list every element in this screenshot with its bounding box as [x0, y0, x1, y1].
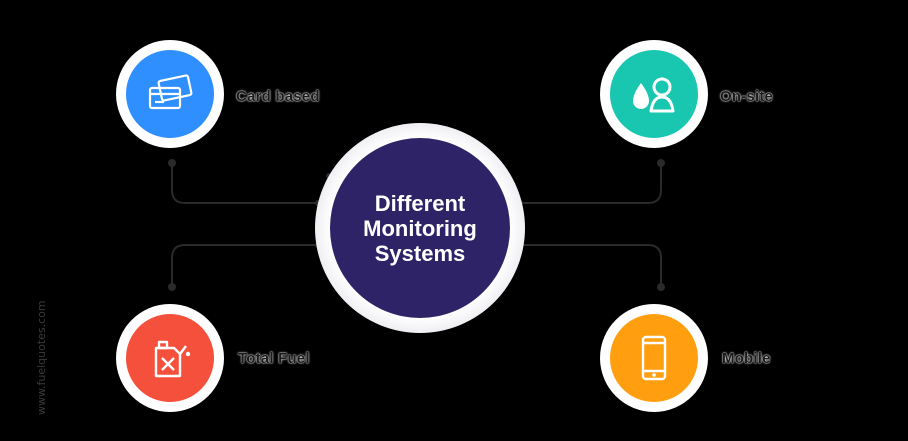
watermark: www.fuelquotes.com — [35, 215, 55, 415]
node-card-based-inner — [126, 50, 214, 138]
node-onsite — [600, 40, 708, 148]
fuel-can-icon — [154, 340, 191, 378]
connector-onsite — [520, 163, 662, 204]
node-card-based — [116, 40, 224, 148]
credit-cards-icon — [148, 74, 193, 110]
node-onsite-inner — [610, 50, 698, 138]
node-total-fuel-inner — [126, 314, 214, 402]
connector-total-fuel — [171, 244, 318, 287]
center-title: Different Monitoring Systems — [363, 190, 477, 266]
connector-mobile — [520, 244, 662, 287]
node-total-fuel — [116, 304, 224, 412]
label-mobile: Mobile — [722, 350, 771, 367]
label-card-based: Card based — [236, 88, 320, 105]
center-node: Different Monitoring Systems — [330, 138, 510, 318]
connector-card-based — [171, 163, 318, 204]
label-total-fuel: Total Fuel — [238, 350, 310, 367]
mobile-phone-icon — [641, 335, 667, 381]
label-onsite: On-site — [720, 88, 774, 105]
watermark-text: www.fuelquotes.com — [35, 300, 48, 415]
node-mobile — [600, 304, 708, 412]
people-icon — [633, 77, 675, 113]
node-mobile-inner — [610, 314, 698, 402]
